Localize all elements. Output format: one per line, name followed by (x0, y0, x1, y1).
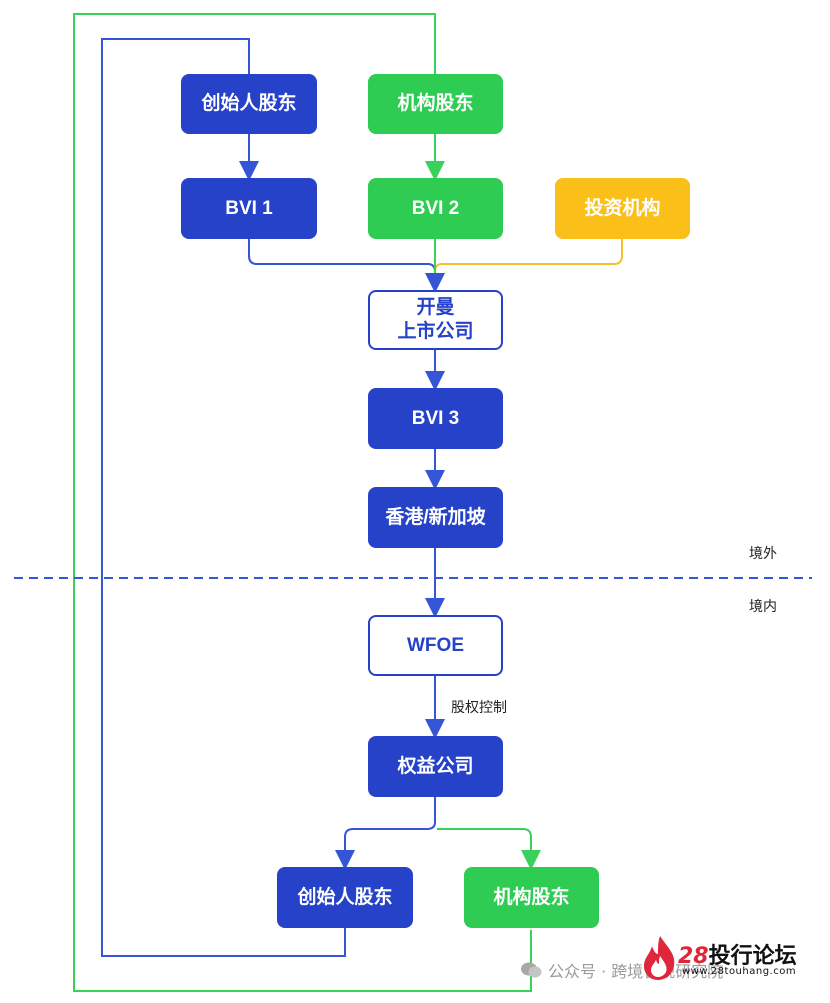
cayman-label: 开曼 (416, 297, 455, 318)
bvi3-box: BVI 3 (368, 388, 503, 449)
bvi1-to-listed-line (248, 239, 436, 273)
wechat-watermark: 公众号 · 跨境合规研究院 (520, 958, 723, 982)
watermark-text: 公众号 · 跨境合规研究院 (548, 962, 724, 981)
investor-to-listed-line (434, 239, 623, 273)
cayman-listed-company-box: 开曼 上市公司 (368, 290, 503, 350)
listed-company-label: 上市公司 (397, 321, 474, 342)
logo-title: 28投行论坛 (678, 938, 797, 970)
equity-control-label: 股权控制 (451, 700, 507, 716)
hk-sg-label: 香港/新加坡 (385, 506, 486, 528)
onshore-label: 境内 (749, 599, 777, 615)
founder-shareholder-top-label: 创始人股东 (201, 93, 297, 114)
green-loop-line (73, 13, 532, 992)
equity-to-institution-arrow (437, 828, 541, 870)
forum-logo: 28投行论坛 www.28touhang.com (640, 930, 820, 990)
investor-label: 投资机构 (584, 197, 661, 219)
offshore-label: 境外 (749, 546, 777, 562)
wfoe-box: WFOE (368, 615, 503, 676)
founder-shareholder-bottom: 创始人股东 (277, 867, 413, 928)
institution-shareholder-bottom-label: 机构股东 (493, 886, 570, 908)
equity-company-box: 权益公司 (368, 736, 503, 797)
equity-to-founder-arrow (335, 797, 436, 870)
equity-company-label: 权益公司 (397, 755, 474, 777)
logo-number: 28 (678, 944, 709, 969)
institution-shareholder-top-label: 机构股东 (397, 93, 474, 114)
logo-site: www.28touhang.com (682, 966, 797, 977)
bvi1-box: BVI 1 (181, 178, 317, 239)
bvi1-label: BVI 1 (225, 197, 273, 219)
blue-loop-line (101, 38, 346, 957)
flame-icon (644, 936, 675, 980)
institution-shareholder-top: 机构股东 (368, 74, 503, 134)
bvi2-box: BVI 2 (368, 178, 503, 239)
wfoe-label: WFOE (407, 634, 464, 656)
logo-name: 投行论坛 (708, 944, 797, 969)
investor-box: 投资机构 (555, 178, 690, 239)
bvi3-label: BVI 3 (411, 407, 460, 429)
founder-shareholder-bottom-label: 创始人股东 (297, 886, 393, 908)
institution-shareholder-bottom: 机构股东 (464, 867, 599, 928)
wechat-icon (521, 962, 542, 978)
hk-sg-box: 香港/新加坡 (368, 487, 503, 548)
bvi2-label: BVI 2 (411, 197, 460, 219)
founder-shareholder-top: 创始人股东 (181, 74, 317, 134)
